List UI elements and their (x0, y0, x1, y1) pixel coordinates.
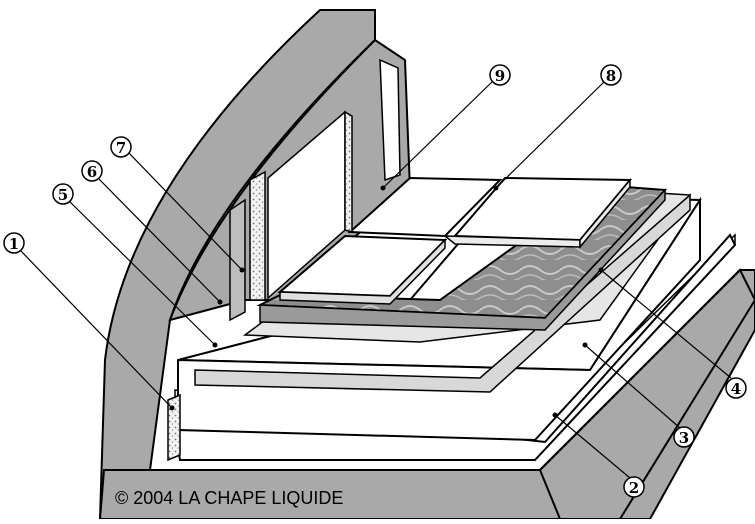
callout-4-label: 4 (731, 380, 741, 398)
callout-dots (169, 185, 604, 418)
callout-7: 7 (110, 136, 132, 158)
callout-8-label: 8 (606, 67, 616, 85)
callout-lines (19, 79, 732, 479)
wall-strips (167, 58, 401, 462)
callout-2-label: 2 (629, 479, 639, 497)
callout-1: 1 (3, 232, 25, 254)
callout-1-label: 1 (9, 235, 19, 253)
copyright-text: © 2004 LA CHAPE LIQUIDE (115, 488, 343, 508)
callout-7-label: 7 (116, 139, 126, 157)
callout-6-label: 6 (87, 163, 97, 181)
callout-5-label: 5 (58, 186, 68, 204)
callout-3-label: 3 (679, 429, 689, 447)
callout-9: 9 (489, 64, 511, 86)
tile-layer (277, 176, 633, 305)
callout-4: 4 (725, 377, 747, 399)
callout-3: 3 (673, 426, 695, 448)
callout-9-label: 9 (495, 67, 505, 85)
callout-5: 5 (52, 183, 74, 205)
callout-8: 8 (600, 64, 622, 86)
callout-6: 6 (81, 160, 103, 182)
callout-2: 2 (623, 476, 645, 498)
